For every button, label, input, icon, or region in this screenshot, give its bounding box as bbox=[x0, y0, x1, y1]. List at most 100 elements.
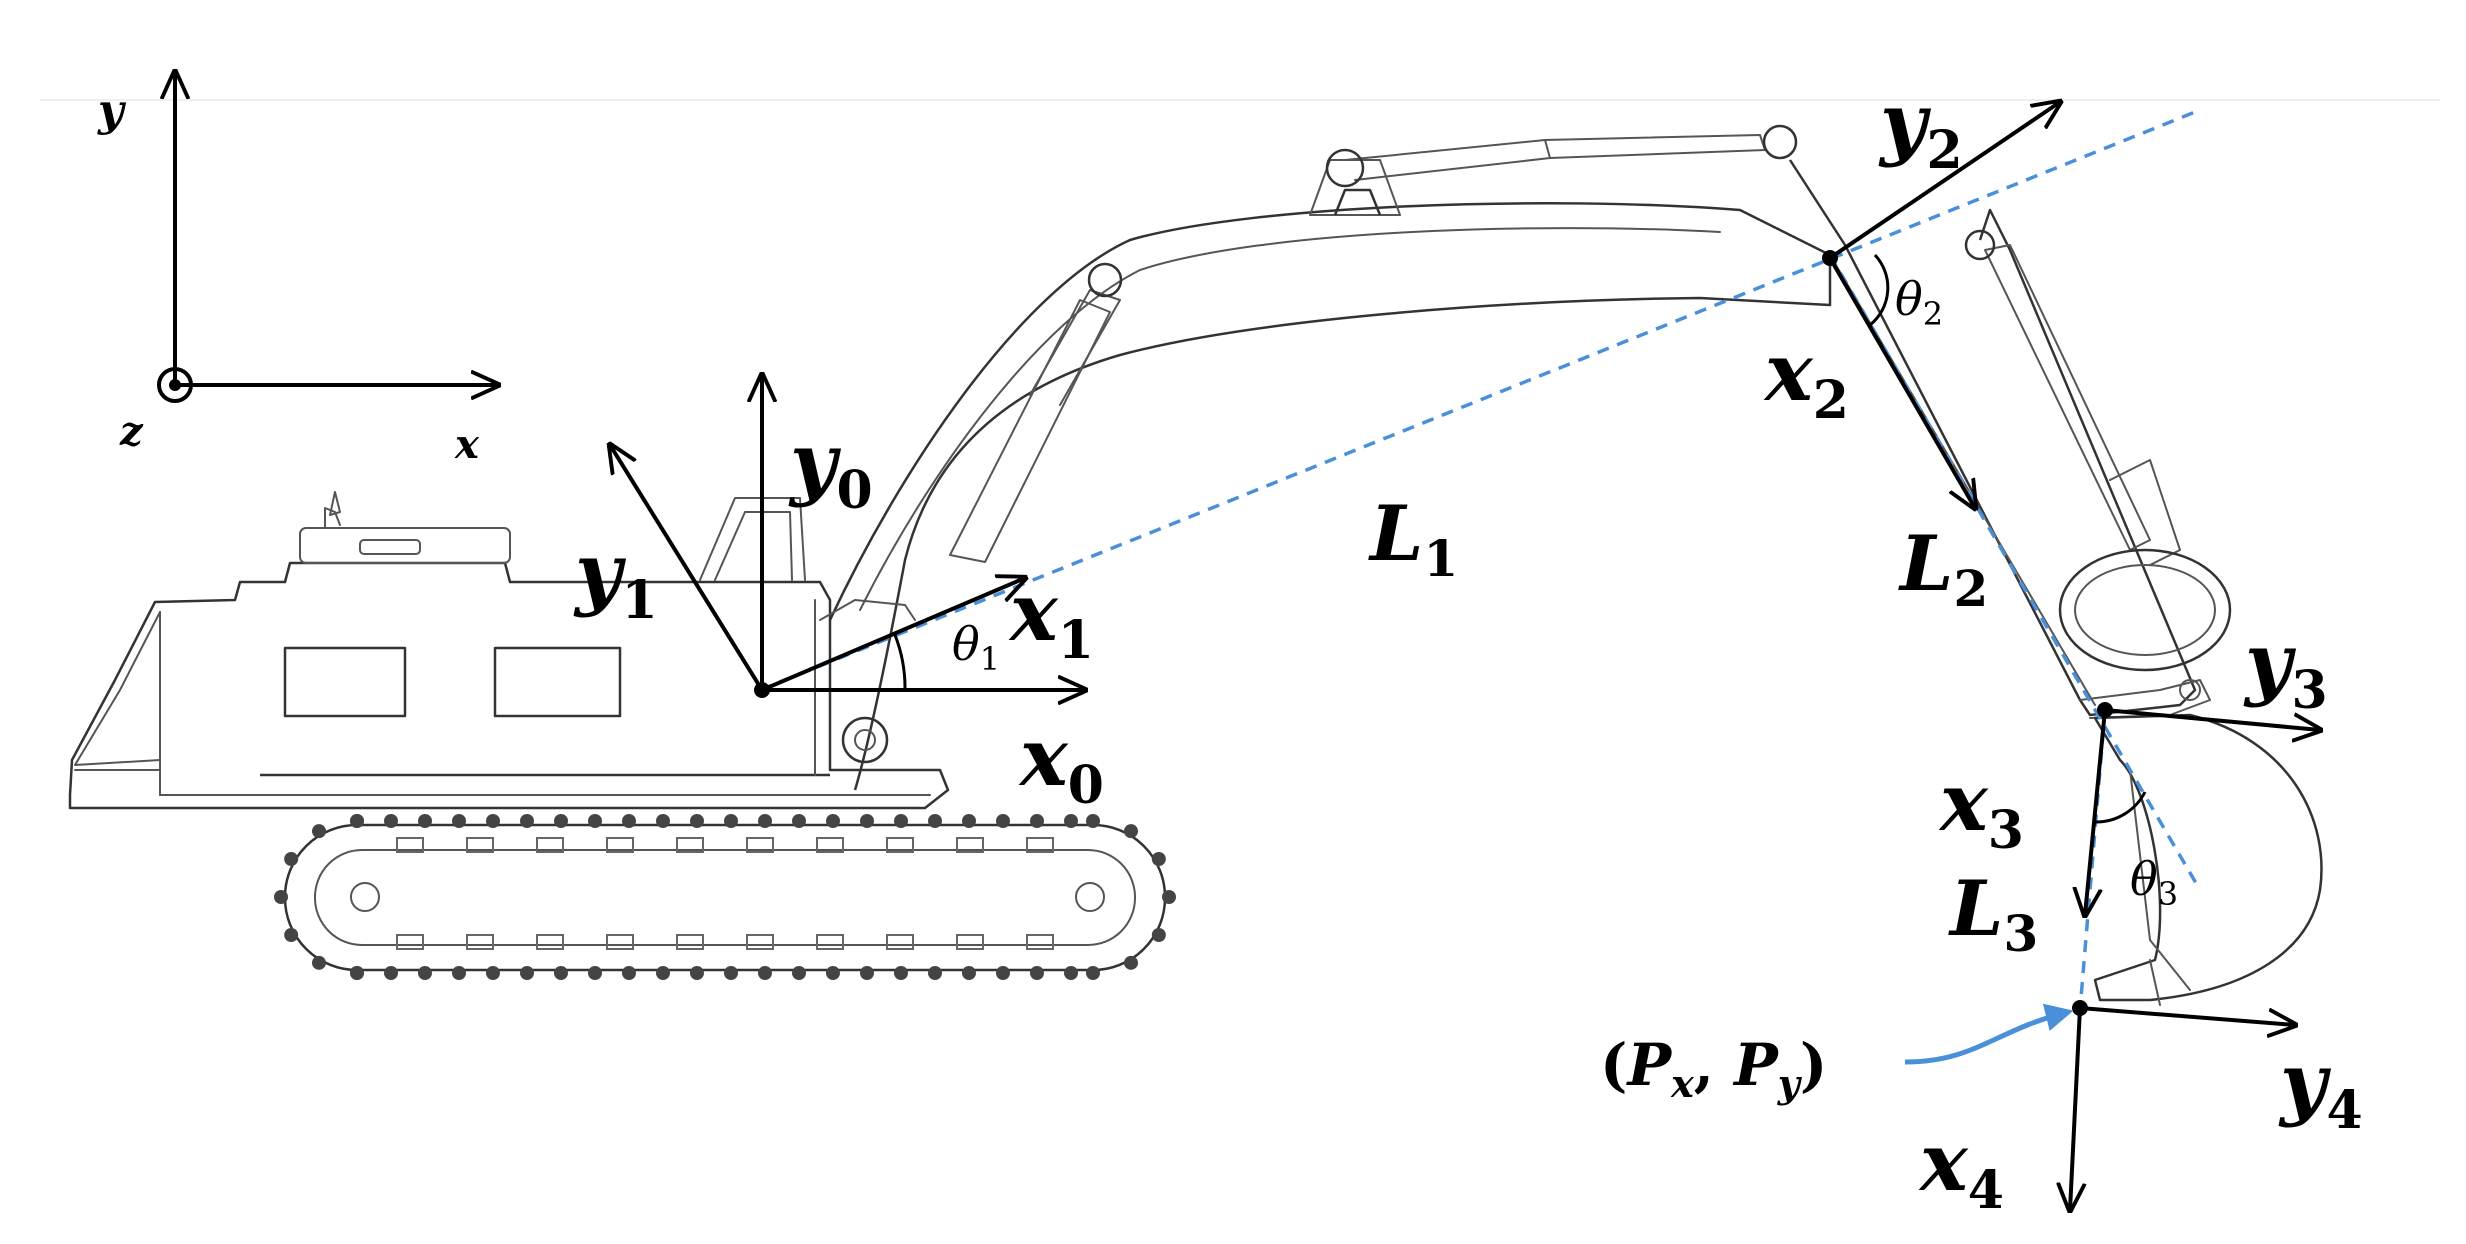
track-assembly bbox=[274, 814, 1176, 980]
track-link bbox=[1030, 814, 1044, 828]
boom bbox=[819, 124, 1832, 791]
frame-0-1 bbox=[610, 375, 1085, 698]
track-link bbox=[792, 966, 806, 980]
frame-labels: y0 y1 x1 x0 y2 x2 y3 x3 y4 x4 bbox=[573, 75, 2363, 1221]
track-link bbox=[452, 966, 466, 980]
track-pad bbox=[886, 837, 914, 853]
label-x3: x3 bbox=[1938, 755, 2024, 861]
track-link bbox=[284, 928, 299, 942]
track-link bbox=[418, 814, 432, 828]
label-theta3: θ3 bbox=[2130, 852, 2178, 913]
track-link bbox=[1030, 966, 1044, 980]
track-link bbox=[996, 966, 1010, 980]
y4-axis bbox=[2079, 1006, 2295, 1025]
track-pad bbox=[606, 837, 634, 853]
track-link bbox=[520, 814, 534, 828]
track-link bbox=[554, 966, 568, 980]
track-link bbox=[274, 890, 288, 904]
label-y1: y1 bbox=[573, 525, 658, 631]
track-link bbox=[656, 814, 670, 828]
track-link bbox=[758, 814, 772, 828]
track-pad bbox=[1026, 837, 1054, 853]
bucket bbox=[2093, 713, 2323, 1006]
track-link bbox=[690, 814, 704, 828]
track-link bbox=[350, 814, 364, 828]
track-pad bbox=[956, 934, 984, 950]
theta3-arc bbox=[2094, 791, 2147, 824]
track-link bbox=[384, 966, 398, 980]
track-link bbox=[826, 966, 840, 980]
track-pad bbox=[816, 934, 844, 950]
track-link bbox=[486, 966, 500, 980]
track-link bbox=[1064, 814, 1078, 828]
track-link bbox=[1064, 966, 1078, 980]
link-l2-line bbox=[1828, 254, 2202, 891]
y2-axis bbox=[1828, 102, 2060, 260]
track-link bbox=[1086, 966, 1100, 980]
theta1-arc bbox=[893, 634, 907, 691]
label-l1: L1 bbox=[1368, 489, 1458, 588]
track-pad bbox=[606, 934, 634, 950]
track-pad bbox=[746, 934, 774, 950]
world-z-label: z bbox=[119, 408, 144, 455]
track-link bbox=[384, 814, 398, 828]
track-link bbox=[588, 814, 602, 828]
track-pad bbox=[886, 934, 914, 950]
label-l2: L2 bbox=[1898, 519, 1988, 618]
label-l3: L3 bbox=[1948, 864, 2038, 963]
label-x0: x0 bbox=[1018, 710, 1104, 816]
label-y4: y4 bbox=[2278, 1035, 2363, 1141]
x3-axis bbox=[2085, 709, 2107, 915]
track-pad bbox=[746, 837, 774, 853]
track-link bbox=[312, 824, 326, 839]
y3-axis bbox=[2104, 708, 2320, 730]
track-link bbox=[894, 814, 908, 828]
world-z-axis-symbol bbox=[157, 367, 193, 403]
label-y2: y2 bbox=[1878, 75, 1963, 181]
stick-arm bbox=[1788, 159, 2232, 719]
label-theta1: θ1 bbox=[952, 617, 1000, 678]
track-pad bbox=[676, 934, 704, 950]
track-pad bbox=[676, 837, 704, 853]
track-links bbox=[274, 814, 1176, 980]
track-link bbox=[996, 814, 1010, 828]
end-point-pointer-arrow bbox=[1904, 1003, 2074, 1065]
track-pad bbox=[1026, 934, 1054, 950]
track-link bbox=[520, 966, 534, 980]
track-link bbox=[622, 814, 636, 828]
track-pad bbox=[816, 837, 844, 853]
label-x4: x4 bbox=[1918, 1115, 2004, 1221]
cab-body bbox=[68, 491, 950, 810]
track-link bbox=[860, 966, 874, 980]
track-link bbox=[690, 966, 704, 980]
world-frame: y x z bbox=[97, 72, 498, 468]
track-link bbox=[588, 966, 602, 980]
track-link bbox=[1124, 955, 1138, 970]
label-y0: y0 bbox=[788, 415, 873, 521]
label-x2: x2 bbox=[1763, 325, 1849, 431]
track-pad bbox=[536, 934, 564, 950]
label-theta2: θ2 bbox=[1895, 272, 1943, 333]
track-link bbox=[486, 814, 500, 828]
track-link bbox=[452, 814, 466, 828]
y1-axis bbox=[610, 445, 764, 692]
track-pad bbox=[956, 837, 984, 853]
track-link bbox=[656, 966, 670, 980]
track-link bbox=[1151, 928, 1166, 942]
theta2-arc bbox=[1869, 253, 1890, 327]
track-link bbox=[724, 814, 738, 828]
track-pad bbox=[396, 934, 424, 950]
frame-3 bbox=[2085, 702, 2320, 915]
world-x-label: x bbox=[454, 421, 480, 468]
frame-2 bbox=[1822, 102, 2060, 508]
x2-axis bbox=[1828, 256, 1975, 508]
frame-4 bbox=[2070, 1000, 2295, 1210]
track-link bbox=[758, 966, 772, 980]
track-pad bbox=[396, 837, 424, 853]
track-link bbox=[284, 852, 299, 866]
track-link bbox=[1124, 824, 1138, 839]
track-link bbox=[860, 814, 874, 828]
track-link bbox=[1086, 814, 1100, 828]
x4-axis bbox=[2070, 1007, 2080, 1210]
